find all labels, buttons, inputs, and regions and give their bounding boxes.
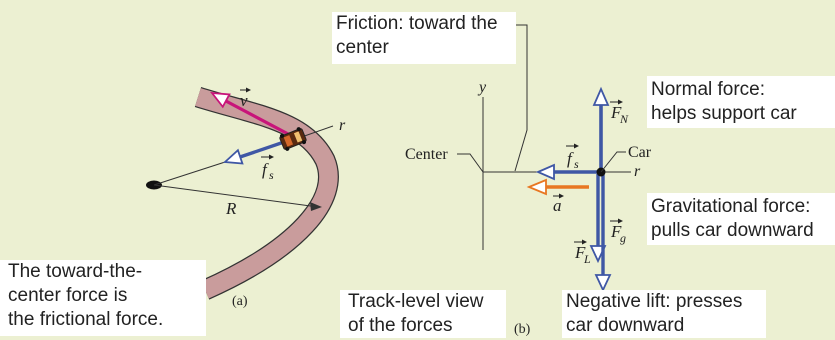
- svg-text:s: s: [269, 168, 274, 182]
- velocity-vector: [223, 98, 291, 137]
- panel-a-label: (a): [232, 294, 248, 309]
- gravity-callout-line-2: pulls car downward: [651, 220, 814, 241]
- caption-b-line-2: of the forces: [348, 315, 453, 336]
- friction-callout-leader: [513, 24, 528, 172]
- friction-label-a: f s: [261, 154, 274, 182]
- svg-text:g: g: [620, 231, 626, 245]
- track-level-caption: Track-level view of the forces: [340, 290, 506, 338]
- y-axis-label: y: [477, 79, 487, 96]
- normal-force-callout-line-1: Normal force:: [651, 79, 766, 100]
- friction-callout-line-2: center: [336, 37, 389, 58]
- velocity-arrowhead: [210, 91, 231, 109]
- R-label: R: [225, 199, 237, 218]
- lift-arrowhead: [594, 274, 612, 293]
- velocity-label: v: [240, 87, 251, 110]
- acceleration-arrowhead: [526, 178, 547, 196]
- gravity-label: F g: [610, 218, 626, 245]
- svg-text:f: f: [567, 149, 574, 168]
- gravity-callout-line-1: Gravitational force:: [651, 196, 811, 217]
- svg-text:v: v: [240, 91, 248, 110]
- gravity-callout: Gravitational force: pulls car downward: [647, 193, 835, 245]
- friction-arrowhead-b: [535, 163, 555, 181]
- svg-text:L: L: [583, 252, 591, 266]
- normal-force-callout: Normal force: helps support car: [647, 76, 835, 128]
- lift-callout-line-2: car downward: [566, 315, 685, 336]
- svg-text:N: N: [619, 112, 629, 126]
- friction-label-b: f s: [566, 143, 579, 171]
- panel-a: v f s r R (a): [146, 86, 346, 309]
- normal-force-callout-line-2: helps support car: [651, 103, 797, 124]
- svg-text:F: F: [610, 103, 622, 122]
- track-surface: [195, 88, 338, 299]
- panel-b-label: (b): [514, 322, 531, 337]
- svg-text:a: a: [553, 196, 562, 215]
- caption-a-line-2: center force is: [8, 285, 128, 306]
- svg-text:F: F: [574, 243, 586, 262]
- friction-arrowhead-a: [222, 148, 244, 165]
- center-label: Center: [405, 146, 448, 163]
- lift-callout: Negative lift: presses car downward: [562, 290, 766, 338]
- r-label-a: r: [339, 117, 346, 134]
- friction-callout-line-1: Friction: toward the: [336, 13, 498, 34]
- svg-text:f: f: [262, 160, 269, 179]
- r-axis-label: r: [634, 163, 641, 180]
- svg-text:F: F: [610, 222, 622, 241]
- friction-callout: Friction: toward the center: [332, 12, 516, 64]
- lift-label: F L: [574, 239, 591, 266]
- panel-b: y r Center Car f s a: [405, 24, 652, 337]
- caption-b-line-1: Track-level view: [348, 291, 484, 312]
- car-label: Car: [628, 144, 652, 161]
- svg-text:s: s: [574, 157, 579, 171]
- center-leader: [457, 153, 484, 173]
- normal-force-label: F N: [610, 99, 629, 126]
- normal-force-arrowhead: [592, 86, 610, 106]
- car: [279, 127, 307, 151]
- radius-R-arrowhead: [310, 202, 322, 211]
- caption-a-line-3: the frictional force.: [8, 309, 164, 330]
- radius-R-line: [153, 184, 319, 208]
- acceleration-label: a: [553, 193, 564, 215]
- caption-a-line-1: The toward-the-: [8, 261, 143, 282]
- frictional-force-caption: The toward-the- center force is the fric…: [0, 260, 206, 336]
- lift-callout-line-1: Negative lift: presses: [566, 291, 743, 312]
- car-leader: [600, 151, 626, 173]
